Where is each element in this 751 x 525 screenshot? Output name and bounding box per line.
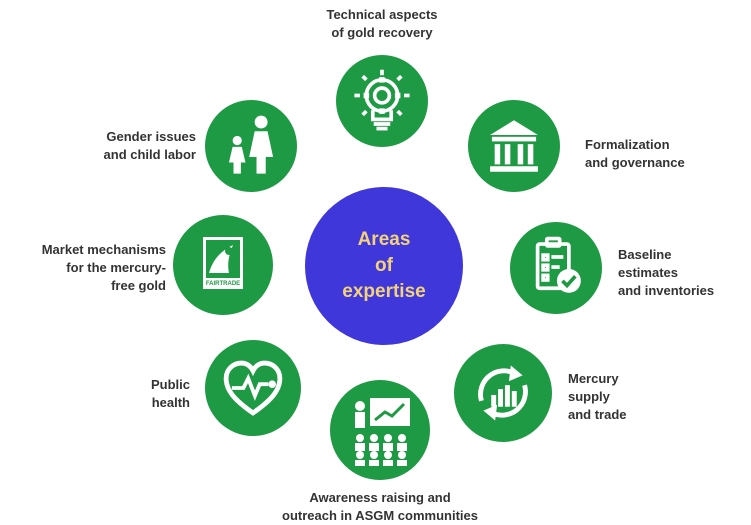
center-line-1: Areas xyxy=(357,229,411,250)
fairtrade-logo-text: FAIRTRADE xyxy=(205,281,241,287)
label-health: Public health xyxy=(150,377,190,410)
label-market: Market mechanisms for the mercury- free … xyxy=(41,242,166,293)
label-baseline: Baseline estimates and inventories xyxy=(618,247,715,298)
presentation-audience-icon xyxy=(330,380,430,480)
woman-child-icon xyxy=(205,100,297,192)
label-technical: Technical aspects of gold recovery xyxy=(326,7,438,40)
label-formalization: Formalization and governance xyxy=(585,137,685,170)
fairtrade-logo-icon: FAIRTRADE xyxy=(173,215,273,315)
institution-building-icon xyxy=(468,100,560,192)
label-mercury: Mercury supply and trade xyxy=(568,371,627,422)
heartbeat-icon xyxy=(205,340,301,436)
cycle-bar-chart-icon xyxy=(454,344,552,442)
center-line-2: of xyxy=(375,255,393,276)
center-line-3: expertise xyxy=(342,281,426,302)
label-gender: Gender issues and child labor xyxy=(103,129,196,162)
clipboard-check-icon xyxy=(510,222,602,314)
lightbulb-gear-icon xyxy=(336,55,428,147)
center-circle: Areas of expertise xyxy=(305,187,463,345)
label-awareness: Awareness raising and outreach in ASGM c… xyxy=(282,490,478,523)
